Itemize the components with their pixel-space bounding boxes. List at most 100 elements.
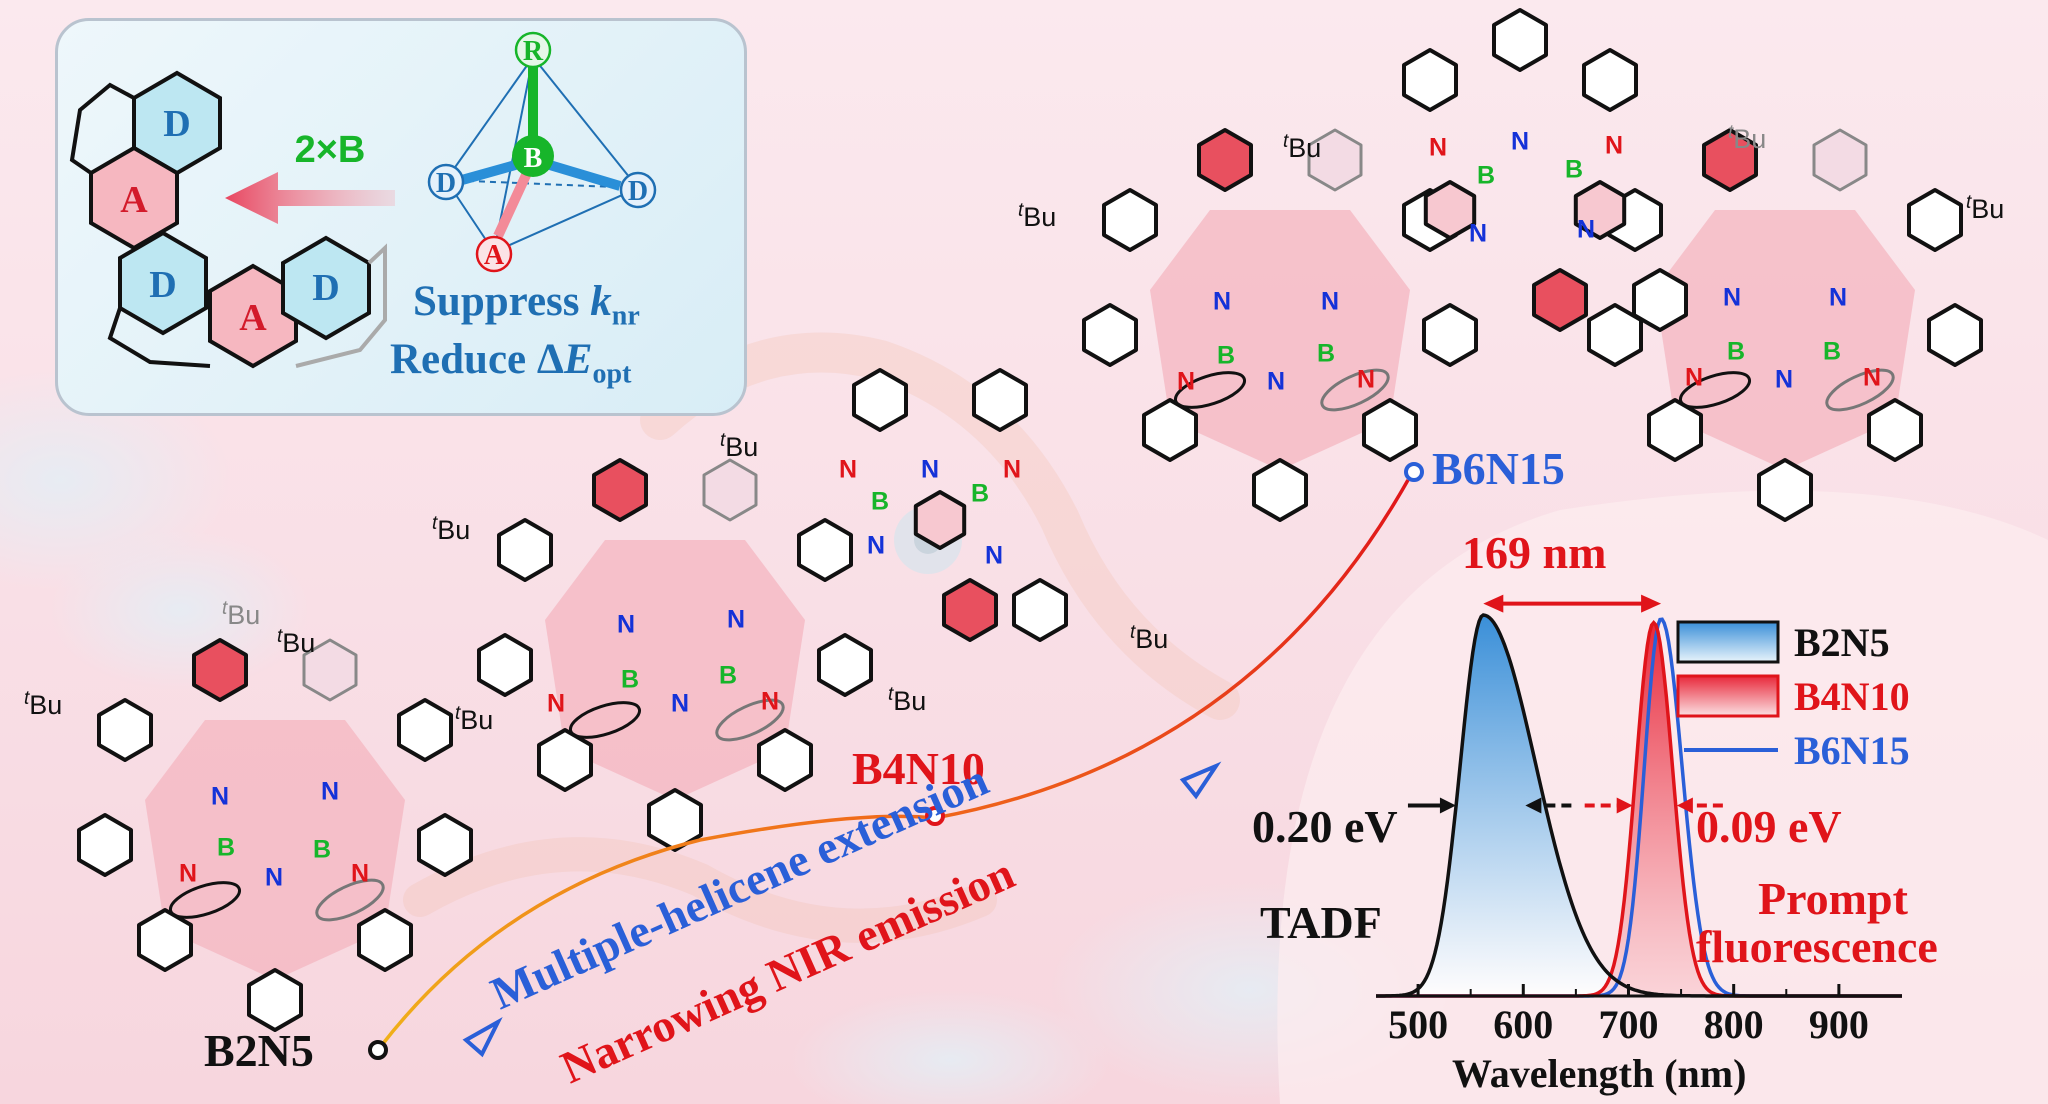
b2n5-marker	[368, 1040, 388, 1060]
benzene-ring	[817, 633, 873, 697]
nitrogen-atom: N	[1002, 455, 1022, 484]
nitrogen-atom: N	[1212, 287, 1232, 316]
core-fill	[1655, 210, 1915, 470]
boron-atom: B	[970, 479, 990, 508]
claim-reduce-eopt: Reduce ΔEopt	[390, 336, 632, 390]
benzene-ring	[477, 633, 533, 697]
label-tadf: TADF	[1260, 897, 1382, 948]
nitrogen-atom: N	[546, 689, 566, 718]
boron-atom: B	[1822, 337, 1842, 366]
nitrogen-atom: N	[1510, 127, 1530, 156]
boron-atom: B	[870, 487, 890, 516]
claim-suppress-knr: Suppress knr	[413, 278, 640, 332]
benzene-ring	[1082, 303, 1138, 367]
tbu-label: tBu	[1283, 131, 1322, 163]
nitrogen-atom: N	[920, 455, 940, 484]
benzene-ring	[1927, 303, 1983, 367]
label-b6n15: B6N15	[1432, 443, 1565, 494]
conversion-arrow	[225, 172, 395, 224]
benzene-ring	[972, 368, 1028, 432]
ring-label: D	[149, 264, 176, 306]
fwhm-b2n5-marker-head	[1439, 797, 1456, 814]
nitrogen-atom: N	[1722, 283, 1742, 312]
benzene-ring	[647, 788, 703, 852]
gap-arrowhead	[1483, 594, 1504, 613]
benzene-ring	[1867, 398, 1923, 462]
tbu-label: tBu	[1130, 622, 1169, 654]
nitrogen-atom: N	[1604, 131, 1624, 160]
nitrogen-atom: N	[616, 610, 636, 639]
core-fill	[1150, 210, 1410, 470]
label-b2n5: B2N5	[204, 1025, 314, 1076]
legend-label: B6N15	[1794, 728, 1910, 773]
benzene-ring	[1582, 48, 1638, 112]
tbu-label: tBu	[720, 430, 759, 462]
acceptor-ring	[592, 458, 648, 522]
acceptor-ring	[1197, 128, 1253, 192]
benzene-ring	[1812, 128, 1868, 192]
x-tick-label: 800	[1704, 1002, 1764, 1047]
boron-atom: B	[1564, 155, 1584, 184]
benzene-ring	[1647, 398, 1703, 462]
nitrogen-atom: N	[1774, 365, 1794, 394]
benzene-ring	[1102, 188, 1158, 252]
tetra-bottom: A	[484, 240, 505, 271]
benzene-ring	[97, 698, 153, 762]
phenyl-ring	[1678, 371, 1752, 409]
benzene-ring	[1632, 268, 1688, 332]
core-fill	[145, 720, 405, 980]
fwhm-nir-marker-head	[1676, 797, 1693, 814]
benzene-ring	[1012, 578, 1068, 642]
legend-label: B2N5	[1794, 620, 1890, 665]
nitrogen-atom: N	[350, 859, 370, 888]
nitrogen-atom: N	[838, 455, 858, 484]
nitrogen-atom: N	[866, 531, 886, 560]
benzene-ring	[77, 813, 133, 877]
series-b2n5-area	[1376, 615, 1902, 996]
benzene-ring	[852, 368, 908, 432]
benzene-ring	[137, 908, 193, 972]
series-connector	[376, 479, 1410, 1052]
fwhm-b2n5-marker-head	[1525, 797, 1542, 814]
boron-atom: B	[216, 833, 236, 862]
b4n10-marker	[925, 806, 945, 826]
phenyl-ring	[1173, 371, 1247, 409]
benzene-ring	[1307, 128, 1363, 192]
borylation-label: 2×B	[295, 129, 366, 171]
boron-atom: B	[312, 835, 332, 864]
nitrogen-atom: N	[670, 689, 690, 718]
boron-atom: B	[1216, 341, 1236, 370]
nitrogen-atom: N	[1266, 367, 1286, 396]
fwhm-nir-marker-head	[1616, 797, 1633, 814]
benzene-ring	[397, 698, 453, 762]
benzene-ring	[417, 813, 473, 877]
nitrogen-atom: N	[1828, 283, 1848, 312]
x-tick-label: 500	[1388, 1002, 1448, 1047]
boron-atom: B	[1316, 339, 1336, 368]
tetra-right: D	[628, 176, 648, 207]
benzene-ring	[913, 490, 967, 550]
nitrogen-atom: N	[1468, 219, 1488, 248]
annotation-169nm: 169 nm	[1462, 527, 1607, 578]
tbu-label: tBu	[888, 684, 927, 716]
donor-ring	[118, 230, 208, 336]
tetra-apex: R	[523, 36, 544, 67]
annotation-fwhm-b2n5: 0.20 eV	[1252, 801, 1398, 852]
nitrogen-atom: N	[1356, 365, 1376, 394]
gap-arrowhead	[1641, 594, 1662, 613]
benzene-ring	[497, 518, 553, 582]
tetra-center: B	[524, 143, 543, 174]
boron-atom: B	[1476, 161, 1496, 190]
tbu-label: tBu	[277, 626, 316, 658]
nitrogen-atom: N	[1576, 215, 1596, 244]
benzene-ring	[942, 578, 998, 642]
legend-swatch	[1676, 620, 1780, 664]
phenyl-ring	[568, 701, 642, 739]
series-b4n10-area	[1376, 622, 1902, 996]
benzene-ring	[1252, 458, 1308, 522]
helicene-sketch	[69, 70, 387, 369]
